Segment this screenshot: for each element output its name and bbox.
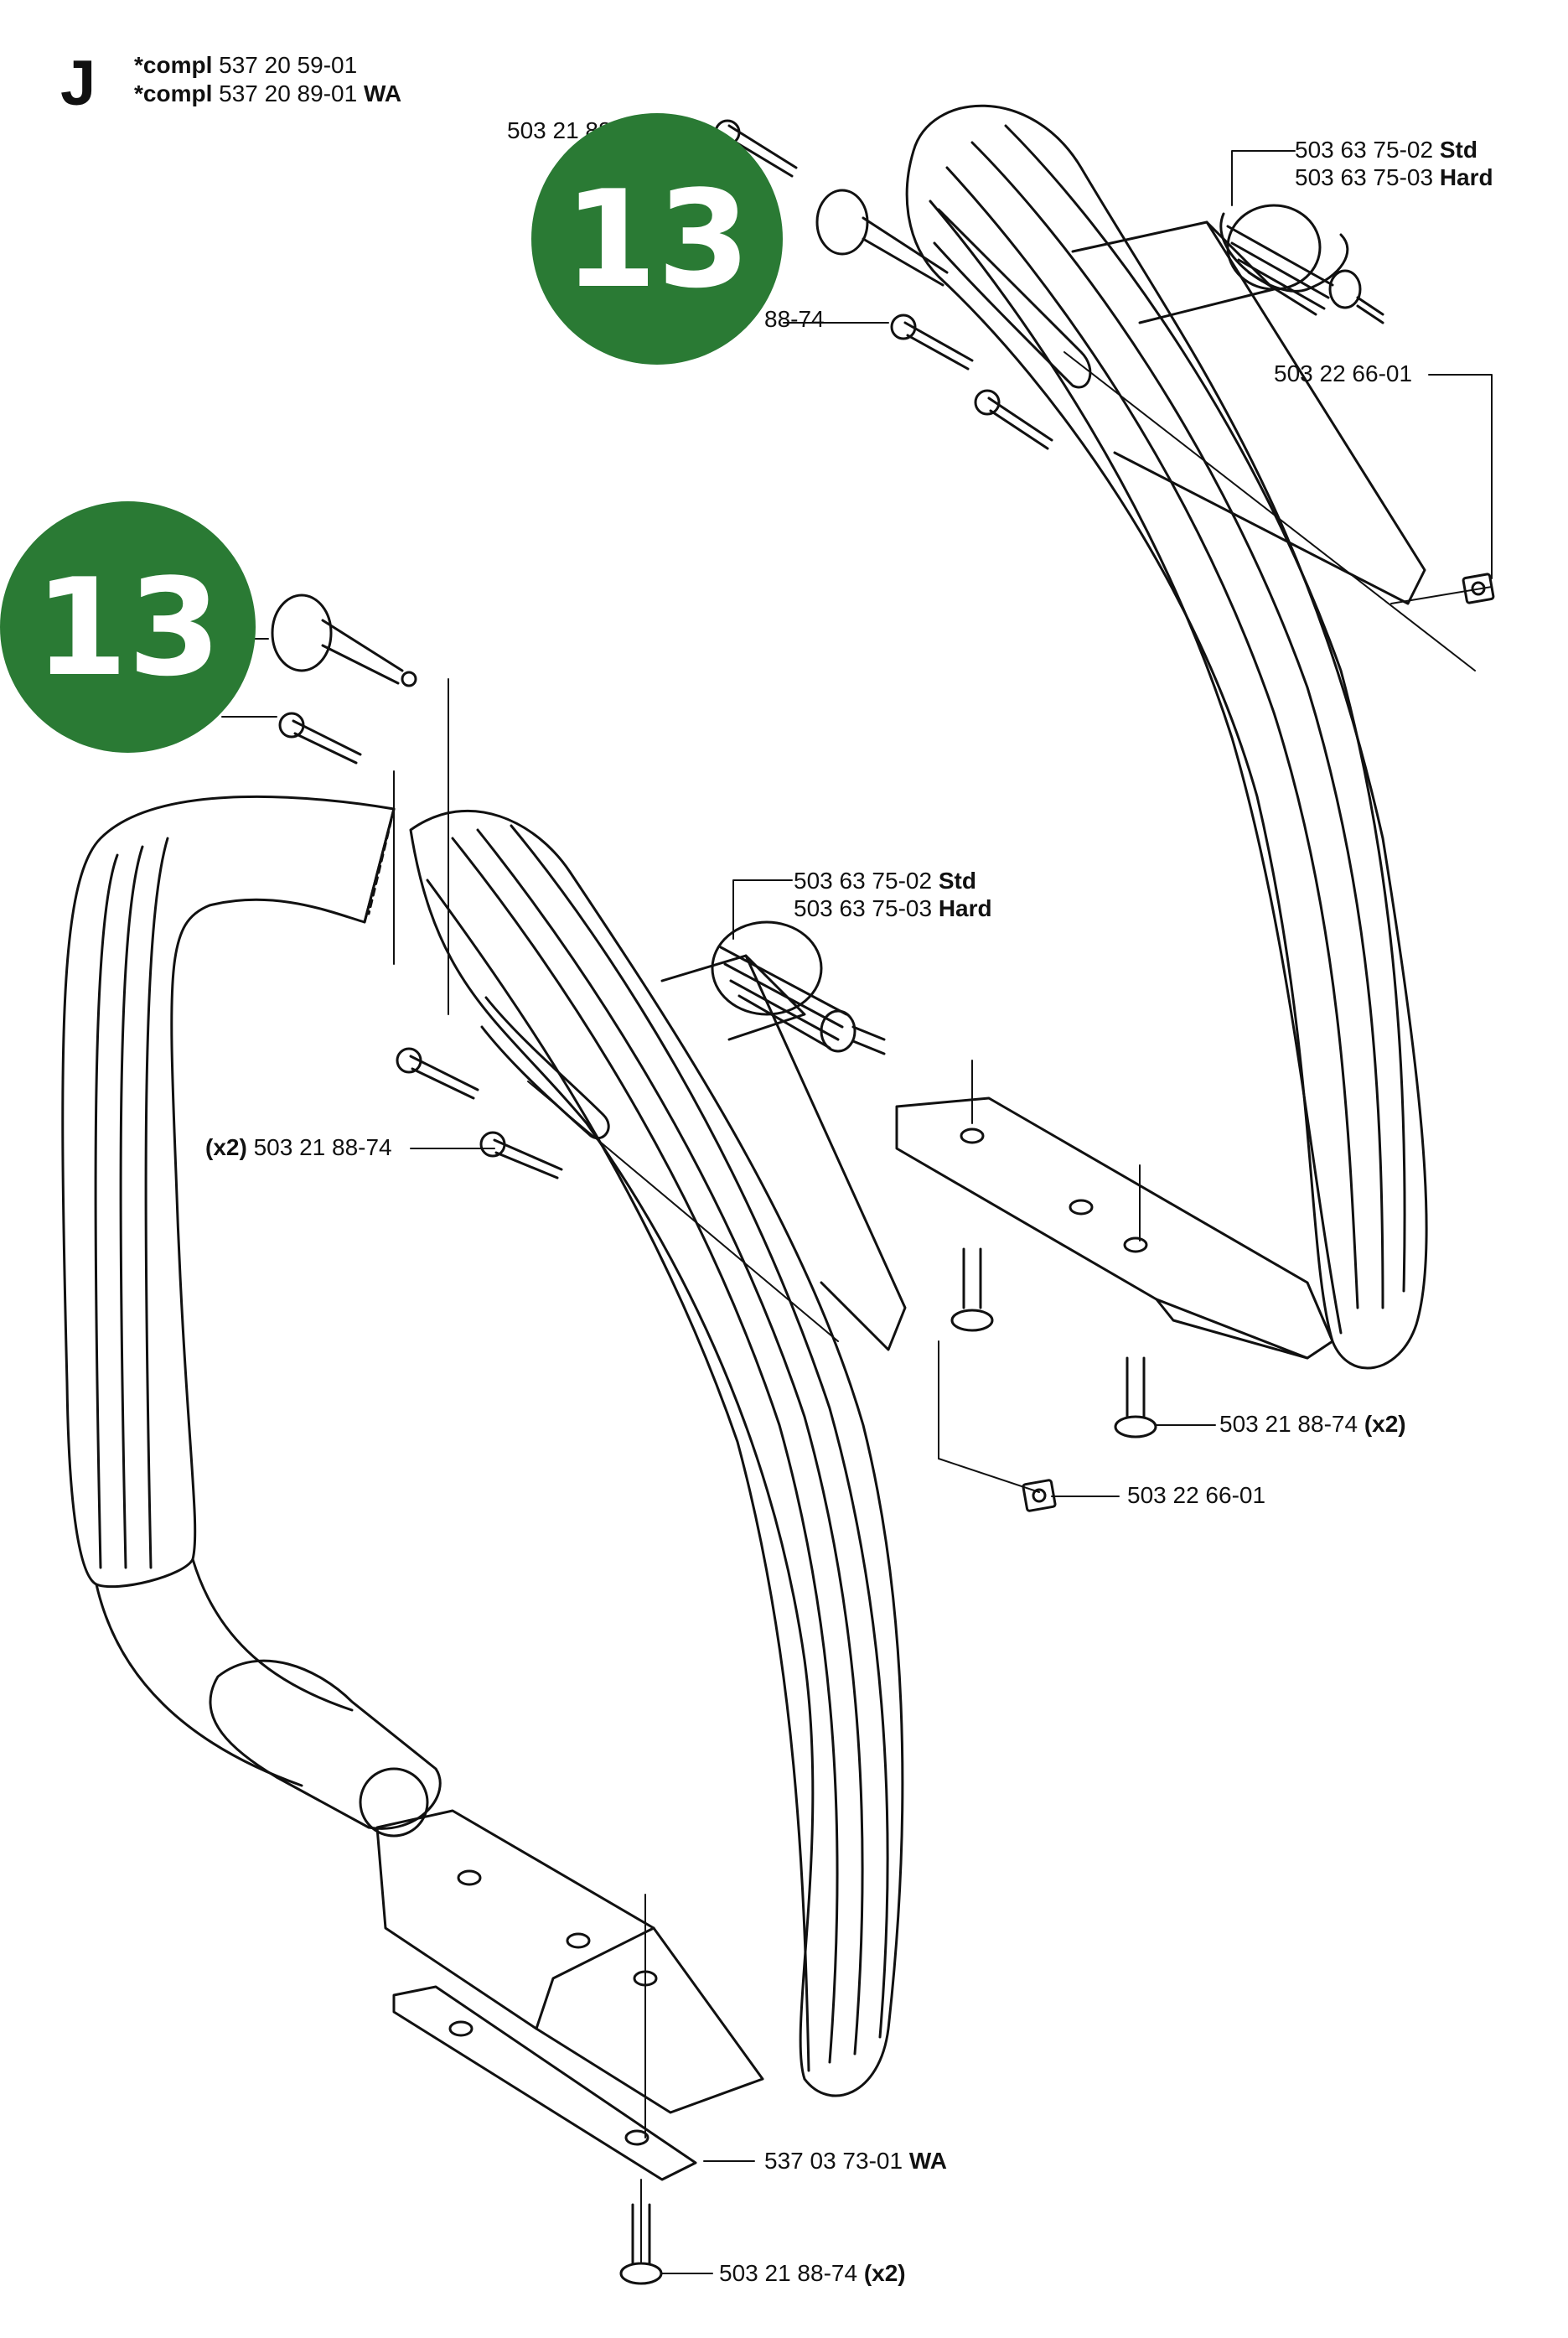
label-bolt-right: 503 21 88-74 (x2) — [1219, 1411, 1406, 1437]
compl-part-number: 537 20 89-01 — [219, 80, 358, 106]
label-plate: 537 03 73-01 WA — [764, 2148, 947, 2174]
label-nut-mid: 503 22 66-01 — [1127, 1482, 1266, 1508]
badge-13-top: 13 — [531, 113, 783, 365]
section-letter: J — [60, 48, 96, 119]
lower-handlebar — [61, 678, 1040, 2114]
label-bolt-bottom: 503 21 88-74 (x2) — [719, 2260, 906, 2286]
label-spring-mid-std: 503 63 75-02 Std — [794, 868, 976, 894]
lower-plate — [392, 1894, 697, 2285]
compl-part-number: 537 20 59-01 — [219, 52, 358, 78]
label-bolts-left: (x2) 503 21 88-74 — [205, 1134, 392, 1160]
compl-line-1: *compl 537 20 59-01 — [134, 52, 357, 79]
compl-prefix: *compl — [134, 80, 213, 106]
middle-spring — [711, 920, 886, 1055]
upper-spring — [1219, 204, 1384, 324]
upper-handlebar — [895, 104, 1493, 1370]
upper-bolts — [714, 119, 1495, 604]
compl-line-2: *compl 537 20 89-01 WA — [134, 80, 401, 107]
label-top-bolt-left: 88-74 — [764, 306, 825, 332]
badge-13-left: 13 — [0, 501, 256, 753]
compl-prefix: *compl — [134, 52, 213, 78]
label-nut-top: 503 22 66-01 — [1274, 360, 1413, 386]
left-bolts — [271, 594, 1057, 1512]
leader-lines — [209, 150, 1493, 2274]
label-spring-mid-hard: 503 63 75-03 Hard — [794, 895, 992, 921]
right-lower-bolts — [950, 1060, 1157, 1439]
label-spring-top-hard: 503 63 75-03 Hard — [1295, 164, 1493, 190]
label-spring-top-std: 503 63 75-02 Std — [1295, 137, 1477, 163]
compl-suffix: WA — [363, 80, 402, 106]
